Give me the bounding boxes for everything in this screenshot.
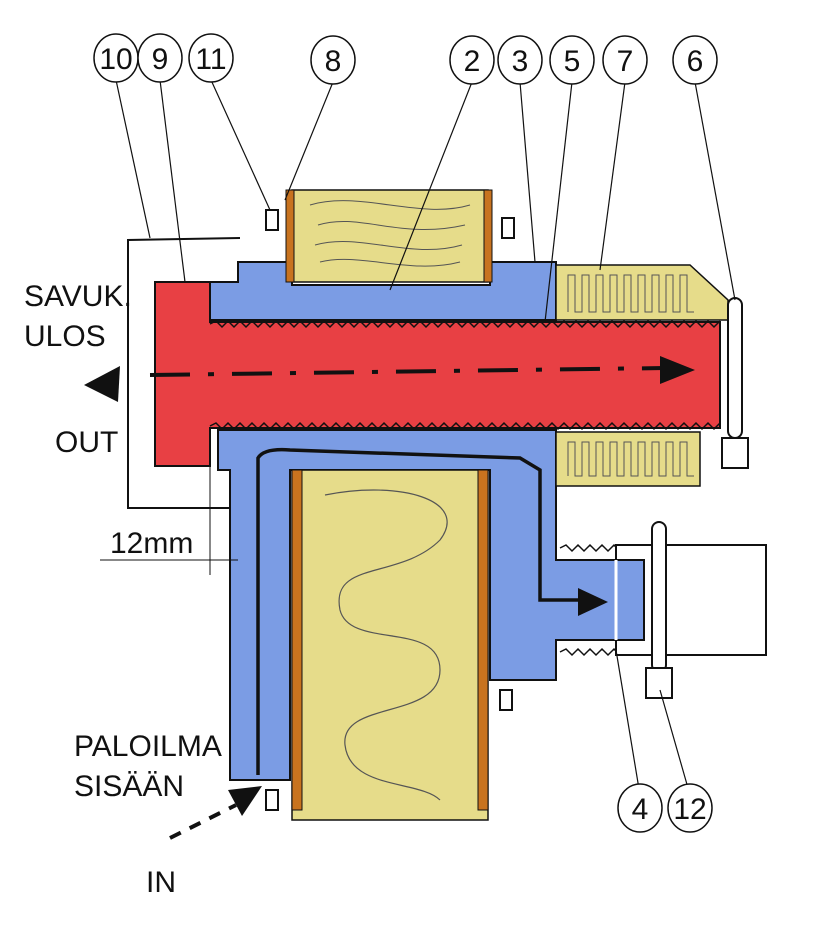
- bolt-bottom-right: [499, 689, 513, 711]
- exhaust-center-line: [149, 366, 666, 377]
- insulation-right-wave-top: [567, 274, 694, 313]
- insulation-lower-squiggle: [324, 489, 448, 801]
- label-in: IN: [146, 866, 176, 899]
- callout-circle-4: [617, 783, 663, 833]
- insulation-top-edge-left: [285, 189, 295, 283]
- insulation-top-squiggle: [309, 200, 471, 267]
- label-dimension: 12mm: [110, 527, 193, 560]
- clamp-12-nut: [645, 667, 673, 699]
- corrugated-pipe-lower: [209, 421, 721, 431]
- clamp-6-nut: [721, 437, 749, 469]
- callout-number-3: 3: [512, 45, 529, 78]
- callout-circle-6: [672, 35, 718, 85]
- insulation-lower-edge-left: [291, 469, 303, 811]
- callout-circle-3: [497, 35, 543, 85]
- callout-leaders: [115, 79, 736, 796]
- insulation-top-edge-right: [483, 189, 493, 283]
- callout-number-10: 10: [99, 43, 132, 76]
- label-paloilma: PALOILMA: [74, 730, 222, 763]
- label-savuk: SAVUK.: [24, 280, 132, 313]
- callout-number-6: 6: [687, 45, 704, 78]
- clamp-12: [651, 521, 667, 673]
- bolt-top-right: [501, 217, 515, 239]
- clamp-6: [727, 297, 743, 439]
- insulation-right-bottom: [555, 431, 701, 487]
- air-flow-path: [256, 447, 580, 775]
- label-sisaan: SISÄÄN: [74, 770, 184, 803]
- air-in-arrow-head: [228, 786, 262, 816]
- callout-circle-11: [188, 33, 234, 83]
- label-ulos: ULOS: [24, 320, 106, 353]
- callout-circle-9: [137, 33, 183, 83]
- insulation-top: [291, 189, 489, 283]
- callout-circle-5: [549, 35, 595, 85]
- callout-number-5: 5: [564, 45, 581, 78]
- callout-number-2: 2: [464, 45, 481, 78]
- callout-circle-12: [667, 783, 713, 833]
- bolt-top-left: [265, 209, 279, 231]
- callout-circle-2: [449, 35, 495, 85]
- insulation-lower-edge-right: [477, 469, 489, 811]
- bolt-bottom-left: [265, 789, 279, 811]
- label-out: OUT: [55, 426, 118, 459]
- insulation-right-wave-bottom: [567, 441, 694, 477]
- callout-number-12: 12: [673, 793, 706, 826]
- flue-gas-channel: [154, 281, 721, 467]
- callout-number-11: 11: [195, 43, 226, 76]
- callout-number-9: 9: [152, 43, 169, 76]
- exhaust-out-arrow: [84, 366, 120, 402]
- callout-number-8: 8: [325, 45, 342, 78]
- insulation-lower: [291, 469, 489, 821]
- callout-number-4: 4: [632, 793, 649, 826]
- air-flow-arrow-head: [578, 588, 608, 616]
- corrugated-pipe-upper: [209, 319, 721, 329]
- callout-circle-7: [602, 35, 648, 85]
- callout-circle-8: [310, 35, 356, 85]
- outlet-pipe-inner: [615, 559, 645, 641]
- exhaust-arrow-right-head: [660, 356, 695, 384]
- callout-number-7: 7: [617, 45, 634, 78]
- air-in-dashed-arrow: [169, 803, 237, 840]
